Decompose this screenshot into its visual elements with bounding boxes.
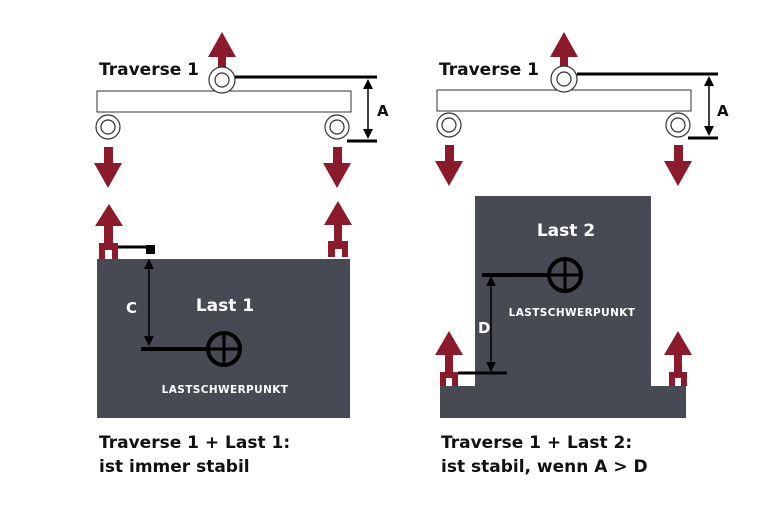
bottom-left-pulley-icon	[436, 112, 462, 138]
dimension-c-label: C	[126, 299, 137, 317]
dimension-a-label: A	[717, 102, 729, 120]
lifting-hook-right-icon	[324, 201, 352, 257]
dimension-a: A	[577, 72, 729, 140]
caption-line-1: Traverse 1 + Last 1:	[99, 433, 290, 453]
traverse-beam	[436, 89, 692, 112]
center-of-gravity-icon	[482, 257, 583, 293]
down-arrow-left-icon	[435, 145, 463, 186]
top-pulley-icon	[550, 65, 578, 93]
load-1: C Last 1 LASTSCHWERPUNKT	[95, 201, 352, 418]
caption-line-2: ist stabil, wenn A > D	[441, 457, 648, 477]
traverse-label: Traverse 1	[439, 60, 539, 80]
traverse-label: Traverse 1	[99, 60, 199, 80]
load-2-label: Last 2	[537, 221, 595, 241]
load-1-label: Last 1	[196, 296, 254, 316]
traverse-right: Traverse 1 A	[435, 32, 729, 186]
lift-up-arrow-icon	[208, 32, 236, 68]
bottom-right-pulley-icon	[324, 114, 350, 140]
right-panel: Traverse 1 A	[435, 32, 729, 477]
top-pulley-icon	[208, 66, 236, 94]
load-2-base	[440, 386, 686, 418]
load-2: D Last 2 LASTSCHWERPUNKT	[435, 196, 692, 418]
dimension-d-label: D	[478, 319, 490, 337]
dimension-a: A	[235, 75, 389, 143]
dimension-d: D	[458, 276, 507, 375]
lift-up-arrow-icon	[550, 32, 578, 67]
lifting-hook-left-icon	[95, 204, 123, 259]
caption-line-1: Traverse 1 + Last 2:	[441, 433, 632, 453]
traverse-beam	[96, 90, 352, 113]
dimension-a-label: A	[377, 102, 389, 120]
bottom-left-pulley-icon	[95, 114, 121, 140]
dimension-c: C	[118, 245, 155, 346]
lifting-hook-left-icon	[435, 331, 463, 386]
traverse-left: Traverse 1	[94, 32, 389, 188]
down-arrow-right-icon	[323, 147, 351, 188]
down-arrow-right-icon	[664, 145, 692, 186]
center-of-gravity-icon	[141, 331, 242, 367]
bottom-right-pulley-icon	[665, 112, 691, 138]
lifting-hook-right-icon	[664, 331, 692, 386]
left-panel: Traverse 1	[94, 32, 389, 477]
cg-label: LASTSCHWERPUNKT	[162, 384, 289, 396]
caption-line-2: ist immer stabil	[99, 457, 250, 477]
cg-label: LASTSCHWERPUNKT	[509, 307, 636, 319]
down-arrow-left-icon	[94, 147, 122, 188]
